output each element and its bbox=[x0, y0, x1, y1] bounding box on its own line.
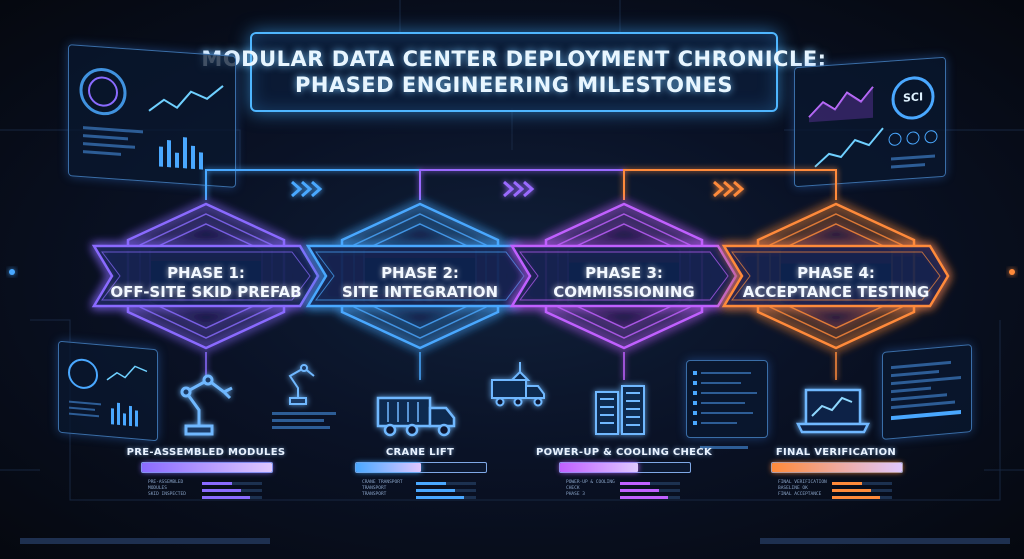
phase-1-hexagon-1 bbox=[126, 202, 286, 350]
milestone-4-notes: FINAL VERIFICATION BASELINE OK FINAL ACC… bbox=[778, 480, 827, 498]
milestone-1-detail-fill-1 bbox=[202, 482, 232, 485]
dashboard-chart-top-right bbox=[808, 76, 938, 169]
phase-4-title: PHASE 4: bbox=[797, 264, 875, 282]
title-line-1: MODULAR DATA CENTER DEPLOYMENT CHRONICLE… bbox=[201, 47, 827, 71]
milestone-4-detail-fill-2 bbox=[832, 489, 871, 492]
milestone-4-detail-fill-3 bbox=[832, 496, 880, 499]
milestone-2-notes: CRANE TRANSPORT TRANSPORT TRANSPORT bbox=[362, 480, 403, 498]
phase-4-hexagon-1 bbox=[756, 202, 916, 350]
milestone-2-note-2: TRANSPORT bbox=[362, 486, 387, 491]
milestone-2-note-1: CRANE TRANSPORT bbox=[362, 480, 403, 485]
phase-1-shape bbox=[91, 202, 320, 350]
milestone-3-progress bbox=[559, 462, 691, 473]
connector-3-4 bbox=[623, 169, 837, 200]
milestone-1-note-1: PRE-ASSEMBLED bbox=[148, 480, 184, 485]
phase-3-label: PHASE 3: COMMISSIONING bbox=[524, 264, 724, 302]
phase-2-shape bbox=[305, 202, 534, 350]
phase-2-title: PHASE 2: bbox=[381, 264, 459, 282]
milestone-3-note-3: PHASE 3 bbox=[566, 492, 585, 497]
dashboard-chart-bottom-right bbox=[891, 360, 961, 421]
milestone-2-progress bbox=[355, 462, 487, 473]
milestone-1-label: PRE-ASSEMBLED MODULES bbox=[126, 447, 286, 458]
milestone-1-note-3: SKID INSPECTED bbox=[148, 492, 186, 497]
milestone-2-detail-fill-2 bbox=[416, 489, 455, 492]
milestone-4-progress bbox=[771, 462, 903, 473]
phase-4-shape bbox=[721, 202, 950, 350]
milestone-1-progress bbox=[141, 462, 273, 473]
milestone-4-note-2: BASELINE OK bbox=[778, 486, 808, 491]
phase-3-title: PHASE 3: bbox=[585, 264, 663, 282]
chevron-arrow-icon-2 bbox=[503, 180, 535, 198]
dashboard-panel-bottom-left bbox=[58, 340, 158, 442]
phase-3-name: COMMISSIONING bbox=[553, 283, 695, 301]
milestone-2-detail-fill-3 bbox=[416, 496, 464, 499]
dashboard-panel-checklist bbox=[686, 360, 768, 438]
phase-1-banner-inner bbox=[101, 251, 311, 301]
phase-1-label: PHASE 1: OFF-SITE SKID PREFAB bbox=[106, 264, 306, 302]
phase-3-banner-inner bbox=[519, 251, 729, 301]
milestone-4-note-1: FINAL VERIFICATION bbox=[778, 480, 827, 485]
phase-4-name: ACCEPTANCE TESTING bbox=[742, 283, 930, 301]
milestone-1-notes: PRE-ASSEMBLED MODULES SKID INSPECTED bbox=[148, 480, 186, 498]
truck-icon bbox=[376, 396, 456, 437]
phase-2-banner-inner bbox=[315, 251, 525, 301]
milestone-4-note-3: FINAL ACCEPTANCE bbox=[778, 492, 822, 497]
laptop-chart-icon bbox=[795, 388, 871, 434]
milestone-3-progress-fill bbox=[560, 463, 638, 472]
dashboard-panel-top-right: SCI bbox=[794, 56, 946, 188]
milestone-3-detail-fill-2 bbox=[620, 489, 659, 492]
dashboard-panel-bottom-right bbox=[882, 344, 972, 440]
dashboard-chart-bottom-left bbox=[68, 358, 148, 427]
milestone-4-detail-fill-1 bbox=[832, 482, 862, 485]
dashboard-chart-top-left bbox=[79, 68, 224, 170]
connector-2-3 bbox=[419, 169, 625, 200]
phase-3-hexagon-1 bbox=[544, 202, 704, 350]
milestone-4-progress-fill bbox=[772, 463, 902, 472]
robot-arm-icon-small bbox=[288, 364, 315, 405]
server-rack-icon bbox=[595, 385, 645, 435]
crane-truck-icon bbox=[491, 362, 545, 407]
phase-2-name: SITE INTEGRATION bbox=[341, 283, 499, 301]
phase-4-banner bbox=[721, 244, 950, 308]
milestone-2-label: CRANE LIFT bbox=[385, 447, 455, 458]
milestone-3-notes: POWER-UP & COOLING CHECK PHASE 3 bbox=[566, 480, 615, 498]
phase-4-banner-inner bbox=[731, 251, 941, 301]
phase-2-hexagon-1 bbox=[340, 202, 500, 350]
milestone-1-note-2: MODULES bbox=[148, 486, 167, 491]
milestone-2-detail-fill-1 bbox=[416, 482, 446, 485]
phase-1-name: OFF-SITE SKID PREFAB bbox=[110, 283, 302, 301]
milestone-1-progress-fill bbox=[142, 463, 272, 472]
phase-1-banner bbox=[91, 244, 320, 308]
phase-2-label: PHASE 2: SITE INTEGRATION bbox=[320, 264, 520, 302]
dashboard-panel-top-left bbox=[68, 44, 236, 188]
detail-bars bbox=[272, 412, 748, 449]
checklist-lines bbox=[693, 371, 757, 425]
title-line-2: PHASED ENGINEERING MILESTONES bbox=[294, 73, 734, 97]
phase-1-title: PHASE 1: bbox=[167, 264, 245, 282]
milestone-3-detail-fill-3 bbox=[620, 496, 668, 499]
milestone-4-label: FINAL VERIFICATION bbox=[775, 447, 897, 458]
milestone-2-progress-fill bbox=[356, 463, 421, 472]
milestone-2-note-3: TRANSPORT bbox=[362, 492, 387, 497]
milestone-3-note-2: CHECK bbox=[566, 486, 580, 491]
phase-3-shape bbox=[509, 202, 738, 350]
title-panel: MODULAR DATA CENTER DEPLOYMENT CHRONICLE… bbox=[201, 32, 826, 112]
chevron-arrow-icon-3 bbox=[713, 180, 745, 198]
milestone-1-detail-fill-2 bbox=[202, 489, 241, 492]
phase-4-label: PHASE 4: ACCEPTANCE TESTING bbox=[736, 264, 936, 302]
robot-arm-icon bbox=[180, 374, 233, 436]
milestone-3-detail-fill-1 bbox=[620, 482, 650, 485]
milestone-3-note-1: POWER-UP & COOLING bbox=[566, 480, 615, 485]
milestone-3-label: POWER-UP & COOLING CHECK bbox=[536, 447, 712, 458]
milestone-1-detail-fill-3 bbox=[202, 496, 250, 499]
phase-3-banner bbox=[509, 244, 738, 308]
chevron-arrow-icon-1 bbox=[291, 180, 323, 198]
